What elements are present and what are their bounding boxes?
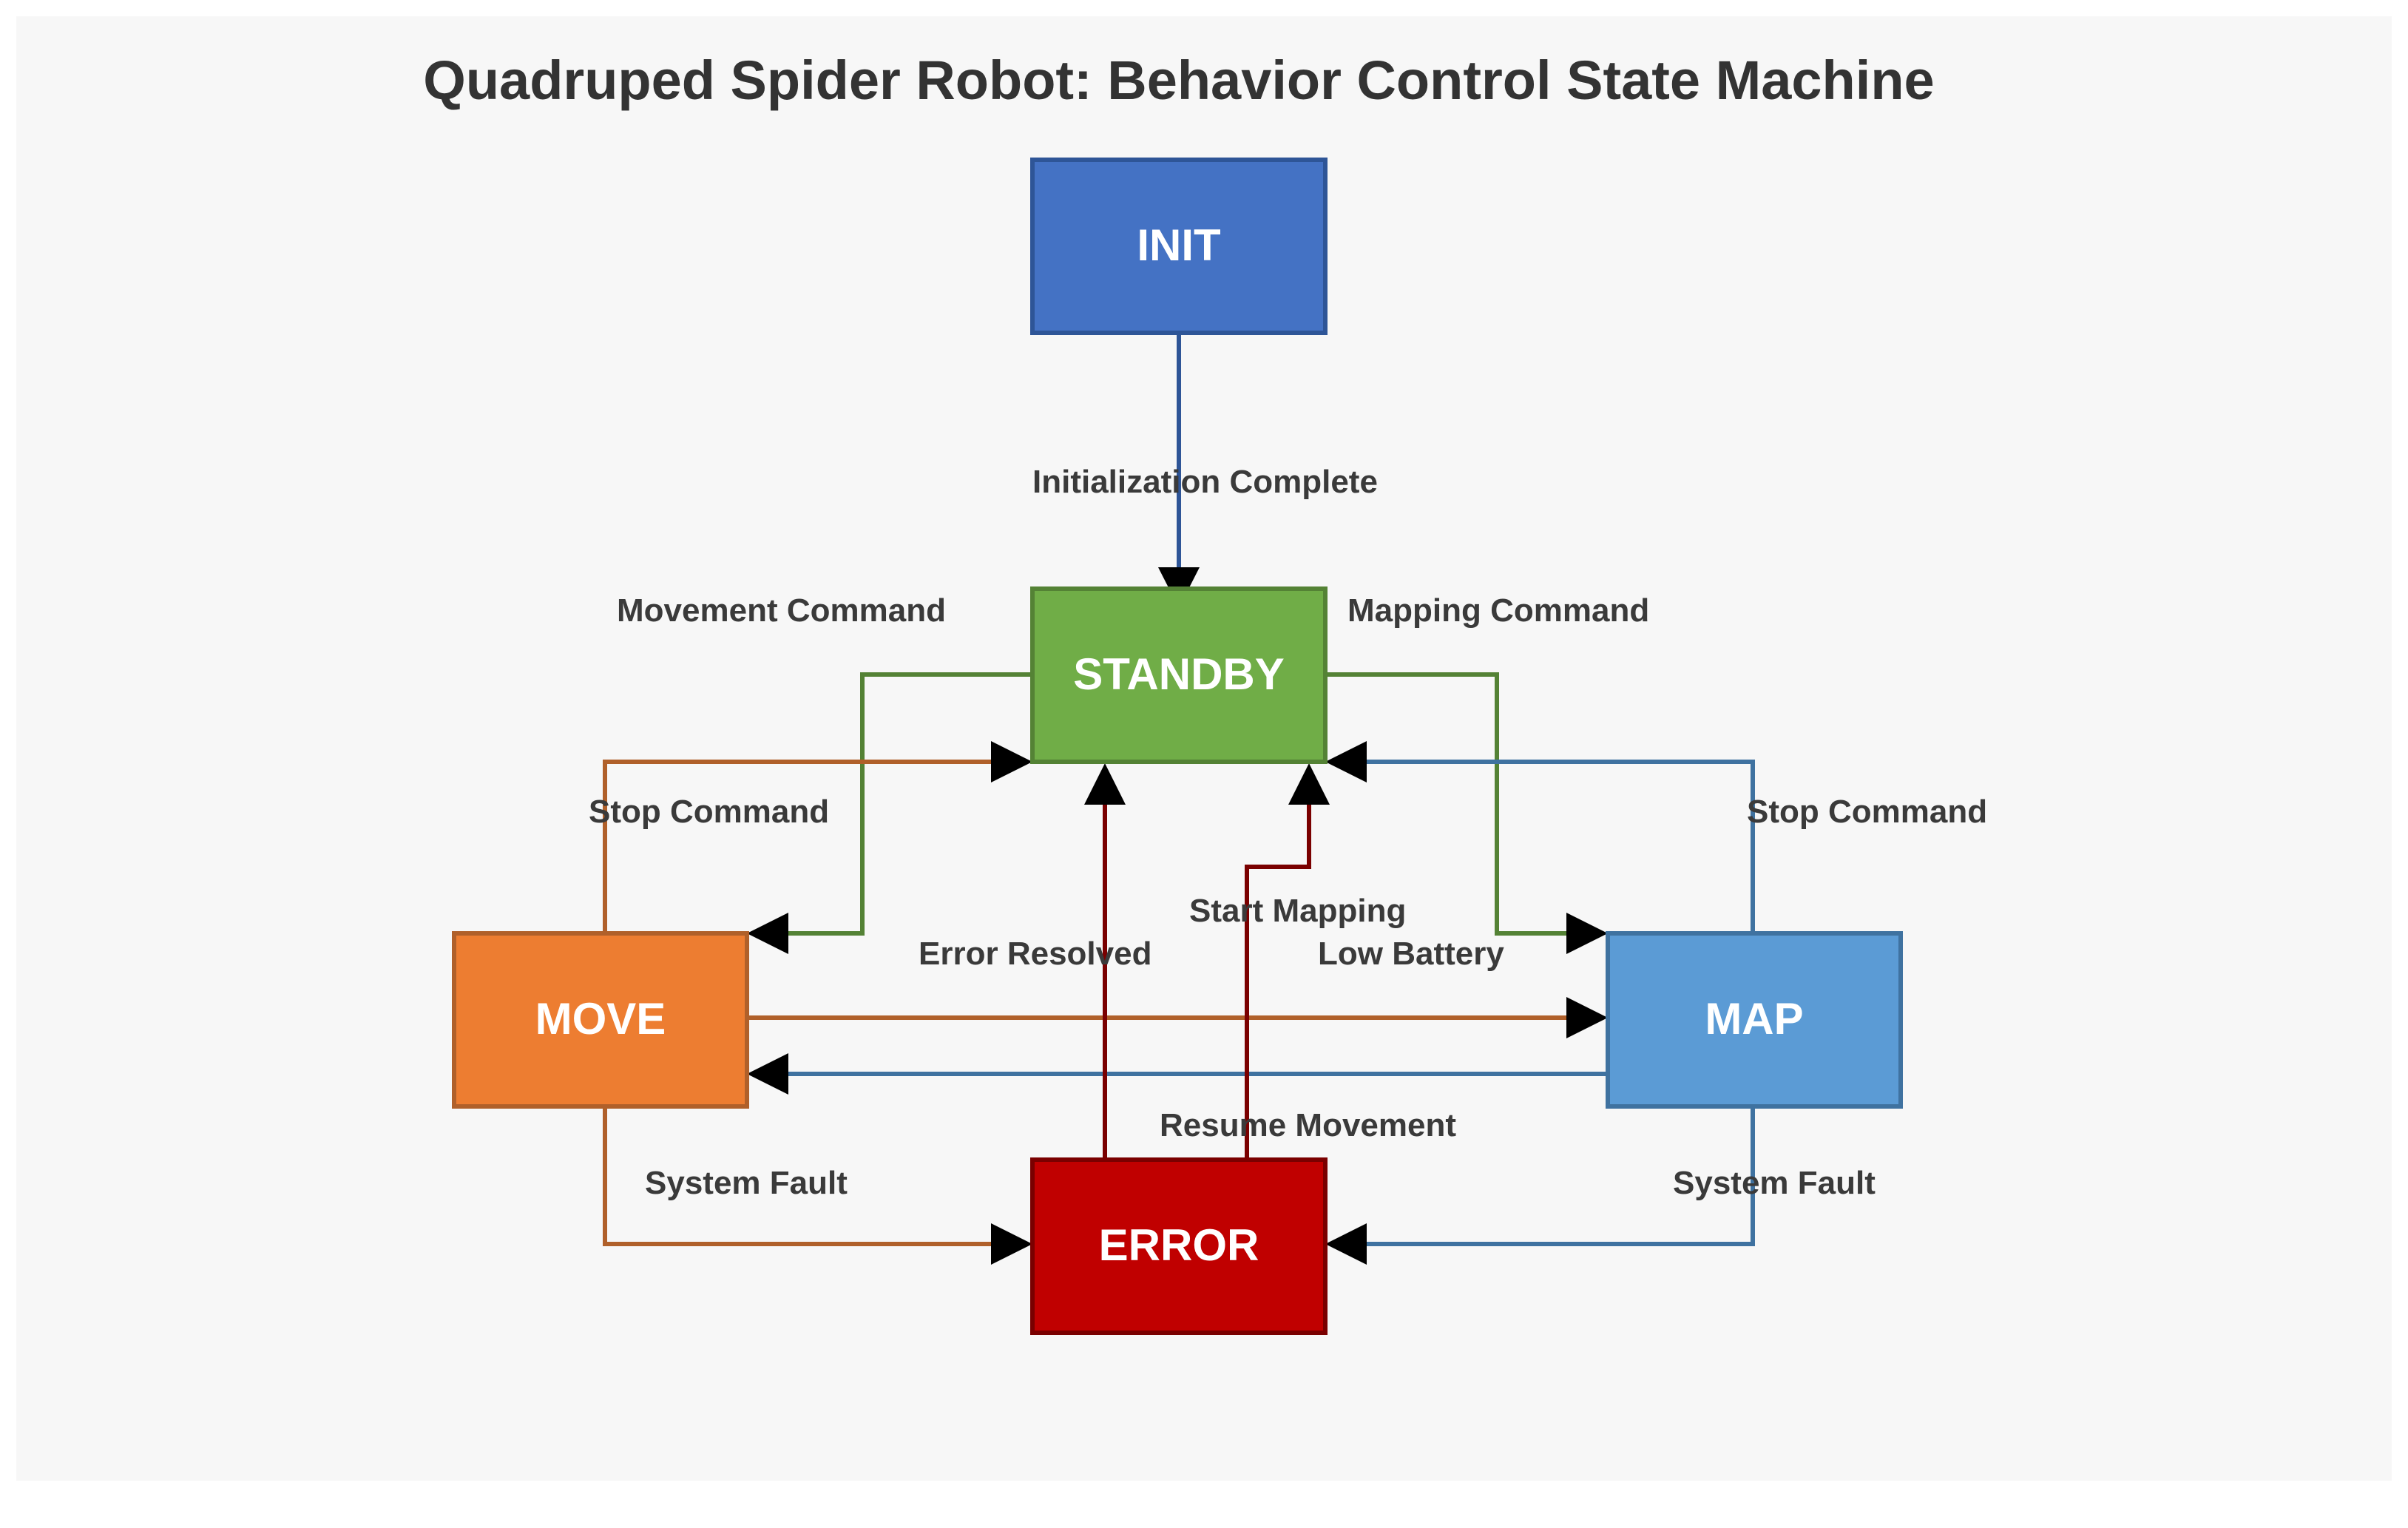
diagram-canvas: Quadruped Spider Robot: Behavior Control…: [16, 16, 2392, 1481]
edge-standby-move: [788, 672, 1032, 936]
arrowhead-move-error: [991, 1223, 1032, 1265]
arrowhead-map-error: [1325, 1223, 1367, 1265]
state-move-label: MOVE: [535, 994, 666, 1044]
arrowhead-move-standby: [991, 741, 1032, 782]
state-map-box: [1606, 931, 1903, 1109]
label-error-standby: Error Resolved: [919, 936, 1151, 972]
arrowhead-map-standby: [1325, 741, 1367, 782]
state-init-label: INIT: [1137, 220, 1220, 270]
diagram-title: Quadruped Spider Robot: Behavior Control…: [423, 50, 1934, 111]
label-map-error: System Fault: [1673, 1165, 1876, 1201]
state-error-box: [1030, 1157, 1328, 1335]
arrowhead-standby-map: [1566, 913, 1608, 954]
state-init-box: [1030, 158, 1328, 335]
transitions: [603, 333, 1755, 1265]
label-standby-move: Movement Command: [617, 592, 946, 629]
label-move-map: Start Mapping: [1189, 893, 1406, 929]
state-standby-box: [1030, 586, 1328, 764]
label-standby-map: Mapping Command: [1347, 592, 1649, 629]
arrowhead-map-move: [747, 1053, 788, 1095]
label-move-error: System Fault: [645, 1165, 848, 1201]
label-init-standby: Initialization Complete: [1032, 464, 1378, 500]
state-machine-diagram: Quadruped Spider Robot: Behavior Control…: [423, 50, 1987, 1335]
arrowhead-error-standby-low: [1288, 763, 1330, 805]
edge-standby-map: [1325, 672, 1566, 936]
state-error-label: ERROR: [1099, 1220, 1259, 1270]
state-move: MOVE: [452, 931, 749, 1109]
label-map-move: Resume Movement: [1160, 1107, 1456, 1143]
state-map: MAP: [1606, 931, 1903, 1109]
arrowhead-standby-move: [747, 913, 788, 954]
state-error: ERROR: [1030, 1157, 1328, 1335]
label-move-standby: Stop Command: [589, 794, 829, 830]
state-map-label: MAP: [1705, 994, 1803, 1044]
edge-move-error: [603, 1102, 991, 1246]
edge-move-standby: [603, 760, 991, 933]
arrowhead-error-standby: [1084, 763, 1126, 805]
edge-map-error: [1367, 1102, 1755, 1246]
state-move-box: [452, 931, 749, 1109]
state-standby: STANDBY: [1030, 586, 1328, 764]
label-error-standby-low: Low Battery: [1318, 936, 1504, 972]
transition-labels: Initialization Complete Movement Command…: [589, 464, 1987, 1201]
state-standby-label: STANDBY: [1073, 649, 1285, 699]
edge-map-standby: [1367, 760, 1755, 933]
label-map-standby: Stop Command: [1747, 794, 1987, 830]
state-init: INIT: [1030, 158, 1328, 335]
edge-error-standby-low: [1245, 805, 1311, 1160]
arrowhead-move-map: [1566, 997, 1608, 1038]
